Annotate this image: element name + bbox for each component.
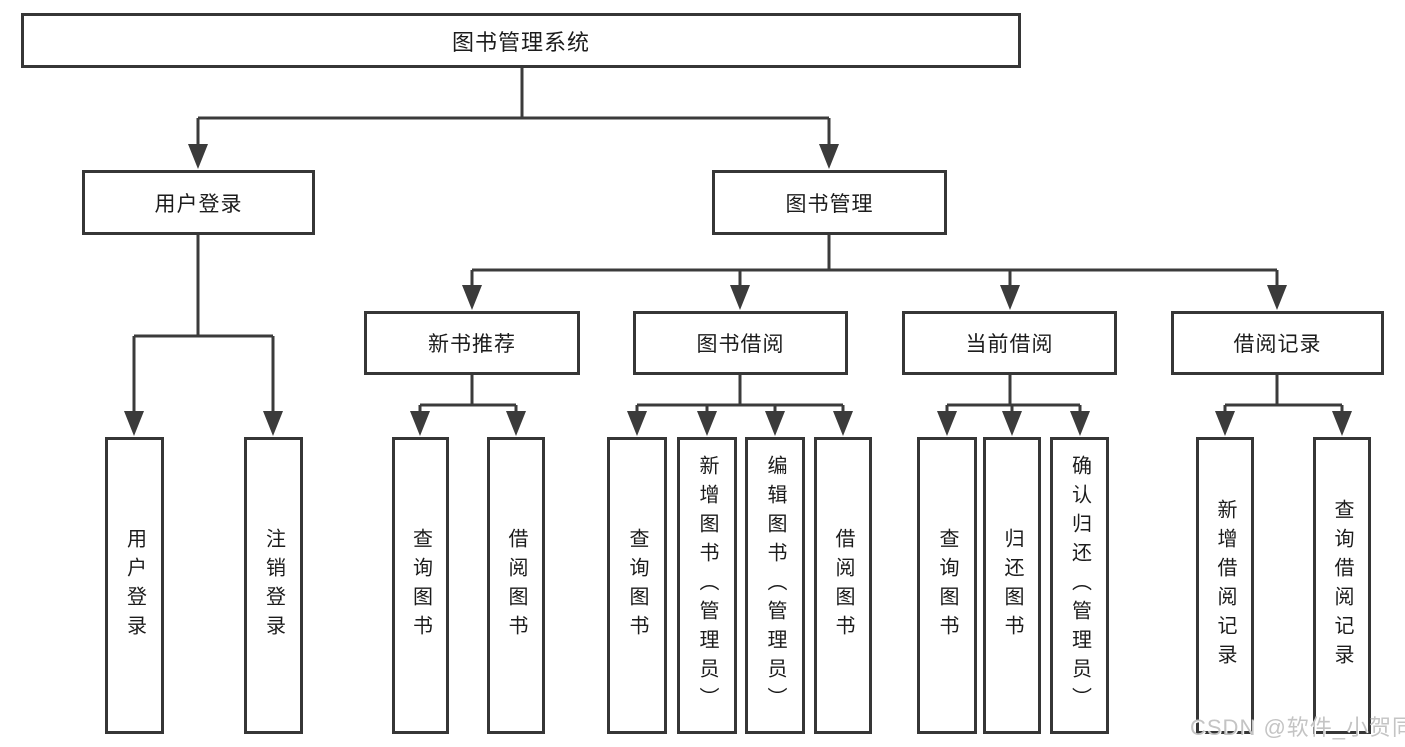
node-label: 归还图书 xyxy=(1001,527,1023,644)
watermark-text: CSDN @软件_小贺同学 xyxy=(1190,715,1405,740)
node-current-borrowing: 当前借阅 xyxy=(902,311,1117,375)
node-label: 图书管理 xyxy=(785,192,874,216)
leaf-borrowing-borrow-book: 借阅图书 xyxy=(814,437,872,734)
node-label: 图书管理系统 xyxy=(451,29,590,55)
node-label: 当前借阅 xyxy=(965,333,1054,356)
node-label: 图书借阅 xyxy=(696,333,785,356)
node-new-book-recommend: 新书推荐 xyxy=(364,311,580,375)
node-borrowing-records: 借阅记录 xyxy=(1171,311,1384,375)
node-label: 借阅图书 xyxy=(832,527,854,644)
node-label: 查询图书 xyxy=(409,527,432,644)
leaf-recommend-borrow-book: 借阅图书 xyxy=(487,437,545,734)
node-label: 查询图书 xyxy=(936,527,958,644)
leaf-borrowing-query-book: 查询图书 xyxy=(607,437,667,734)
arrowheads xyxy=(124,144,1352,436)
node-label: 借阅图书 xyxy=(505,527,527,644)
leaf-borrowing-add-book-admin: 新增图书（管理员） xyxy=(677,437,737,734)
leaf-borrowing-edit-book-admin: 编辑图书（管理员） xyxy=(745,437,805,734)
node-library-system: 图书管理系统 xyxy=(21,13,1021,68)
leaf-records-query-record: 查询借阅记录 xyxy=(1313,437,1371,734)
node-label: 新增图书（管理员） xyxy=(696,455,718,716)
leaf-user-login: 用户登录 xyxy=(105,437,164,734)
node-label: 确认归还（管理员） xyxy=(1068,455,1091,716)
leaf-current-confirm-return-admin: 确认归还（管理员） xyxy=(1050,437,1109,734)
node-label: 新书推荐 xyxy=(428,333,516,356)
node-label: 用户登录 xyxy=(123,527,146,644)
node-user-login: 用户登录 xyxy=(82,170,315,235)
node-label: 编辑图书（管理员） xyxy=(764,455,786,716)
node-label: 借阅记录 xyxy=(1233,333,1322,356)
leaf-current-return-book: 归还图书 xyxy=(983,437,1041,734)
node-label: 用户登录 xyxy=(154,192,243,216)
node-book-borrowing: 图书借阅 xyxy=(633,311,848,375)
node-label: 查询图书 xyxy=(626,527,648,644)
node-label: 注销登录 xyxy=(262,527,285,644)
node-label: 查询借阅记录 xyxy=(1331,498,1353,673)
leaf-recommend-query-book: 查询图书 xyxy=(392,437,449,734)
leaf-records-add-record: 新增借阅记录 xyxy=(1196,437,1254,734)
node-label: 新增借阅记录 xyxy=(1214,498,1236,673)
node-book-management: 图书管理 xyxy=(712,170,947,235)
leaf-current-query-book: 查询图书 xyxy=(917,437,977,734)
leaf-logout: 注销登录 xyxy=(244,437,303,734)
